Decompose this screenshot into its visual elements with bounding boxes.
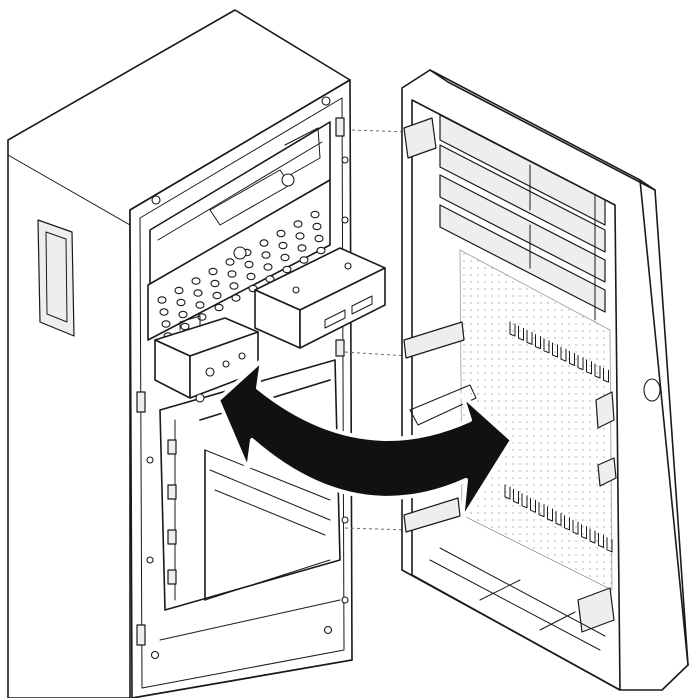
front-bezel (401, 69, 689, 691)
perforation-hole (299, 256, 309, 264)
server-chassis (7, 9, 386, 698)
perforation-hole (212, 291, 222, 300)
perforation-hole (180, 322, 190, 331)
perforation-hole (193, 289, 203, 297)
power-button-module (154, 315, 259, 399)
perforation-hole (261, 251, 271, 259)
swing-arrow (216, 358, 514, 522)
comb-tooth-row (509, 321, 609, 383)
bezel-lock-hole (643, 378, 661, 402)
perforation-hole (297, 244, 307, 252)
chassis-handle-recess (37, 219, 75, 337)
perforation-hole (276, 229, 286, 238)
perforation-hole (197, 313, 207, 321)
perforation-hole (210, 279, 220, 288)
bezel-comb-teeth (504, 321, 613, 553)
perforation-hole (316, 246, 326, 255)
perforation-hole (229, 282, 239, 290)
perforated-drive-panel (147, 179, 331, 341)
perforation-hole (244, 260, 254, 269)
bezel-bottom-ribs (429, 547, 606, 651)
perforation-hole (293, 220, 303, 228)
perforation-hole (314, 234, 324, 243)
perforation-hole (278, 241, 288, 250)
perforation-hole (159, 308, 169, 316)
comb-tooth-row (504, 484, 613, 553)
perforation-hole (280, 253, 290, 262)
perforation-hole (157, 296, 167, 304)
perforation-hole (259, 239, 269, 247)
perforation-hole (312, 222, 322, 231)
frame-screws (146, 96, 349, 660)
perforation-hole (231, 294, 241, 302)
perforation-hole (195, 301, 205, 309)
perforation-hole (208, 267, 218, 276)
perforation-hole (310, 210, 320, 219)
front-usb-module (254, 247, 386, 349)
perforation-hole (176, 298, 186, 307)
perforation-hole (214, 303, 224, 312)
perforation-hole (178, 310, 188, 319)
perforation-hole (282, 265, 292, 274)
perforation-hole (263, 263, 273, 271)
perforation-hole (246, 272, 256, 281)
bezel-clips (403, 117, 477, 533)
perforation-hole (227, 270, 237, 278)
perforation-hole (225, 258, 235, 266)
perforation-hole (161, 320, 171, 328)
perforation-hole (295, 232, 305, 240)
cage-tabs (167, 439, 177, 585)
alignment-guides (344, 129, 409, 531)
perforation-hole (191, 277, 201, 285)
perforation-hole (174, 286, 184, 295)
bezel-top-ribs (439, 114, 606, 321)
